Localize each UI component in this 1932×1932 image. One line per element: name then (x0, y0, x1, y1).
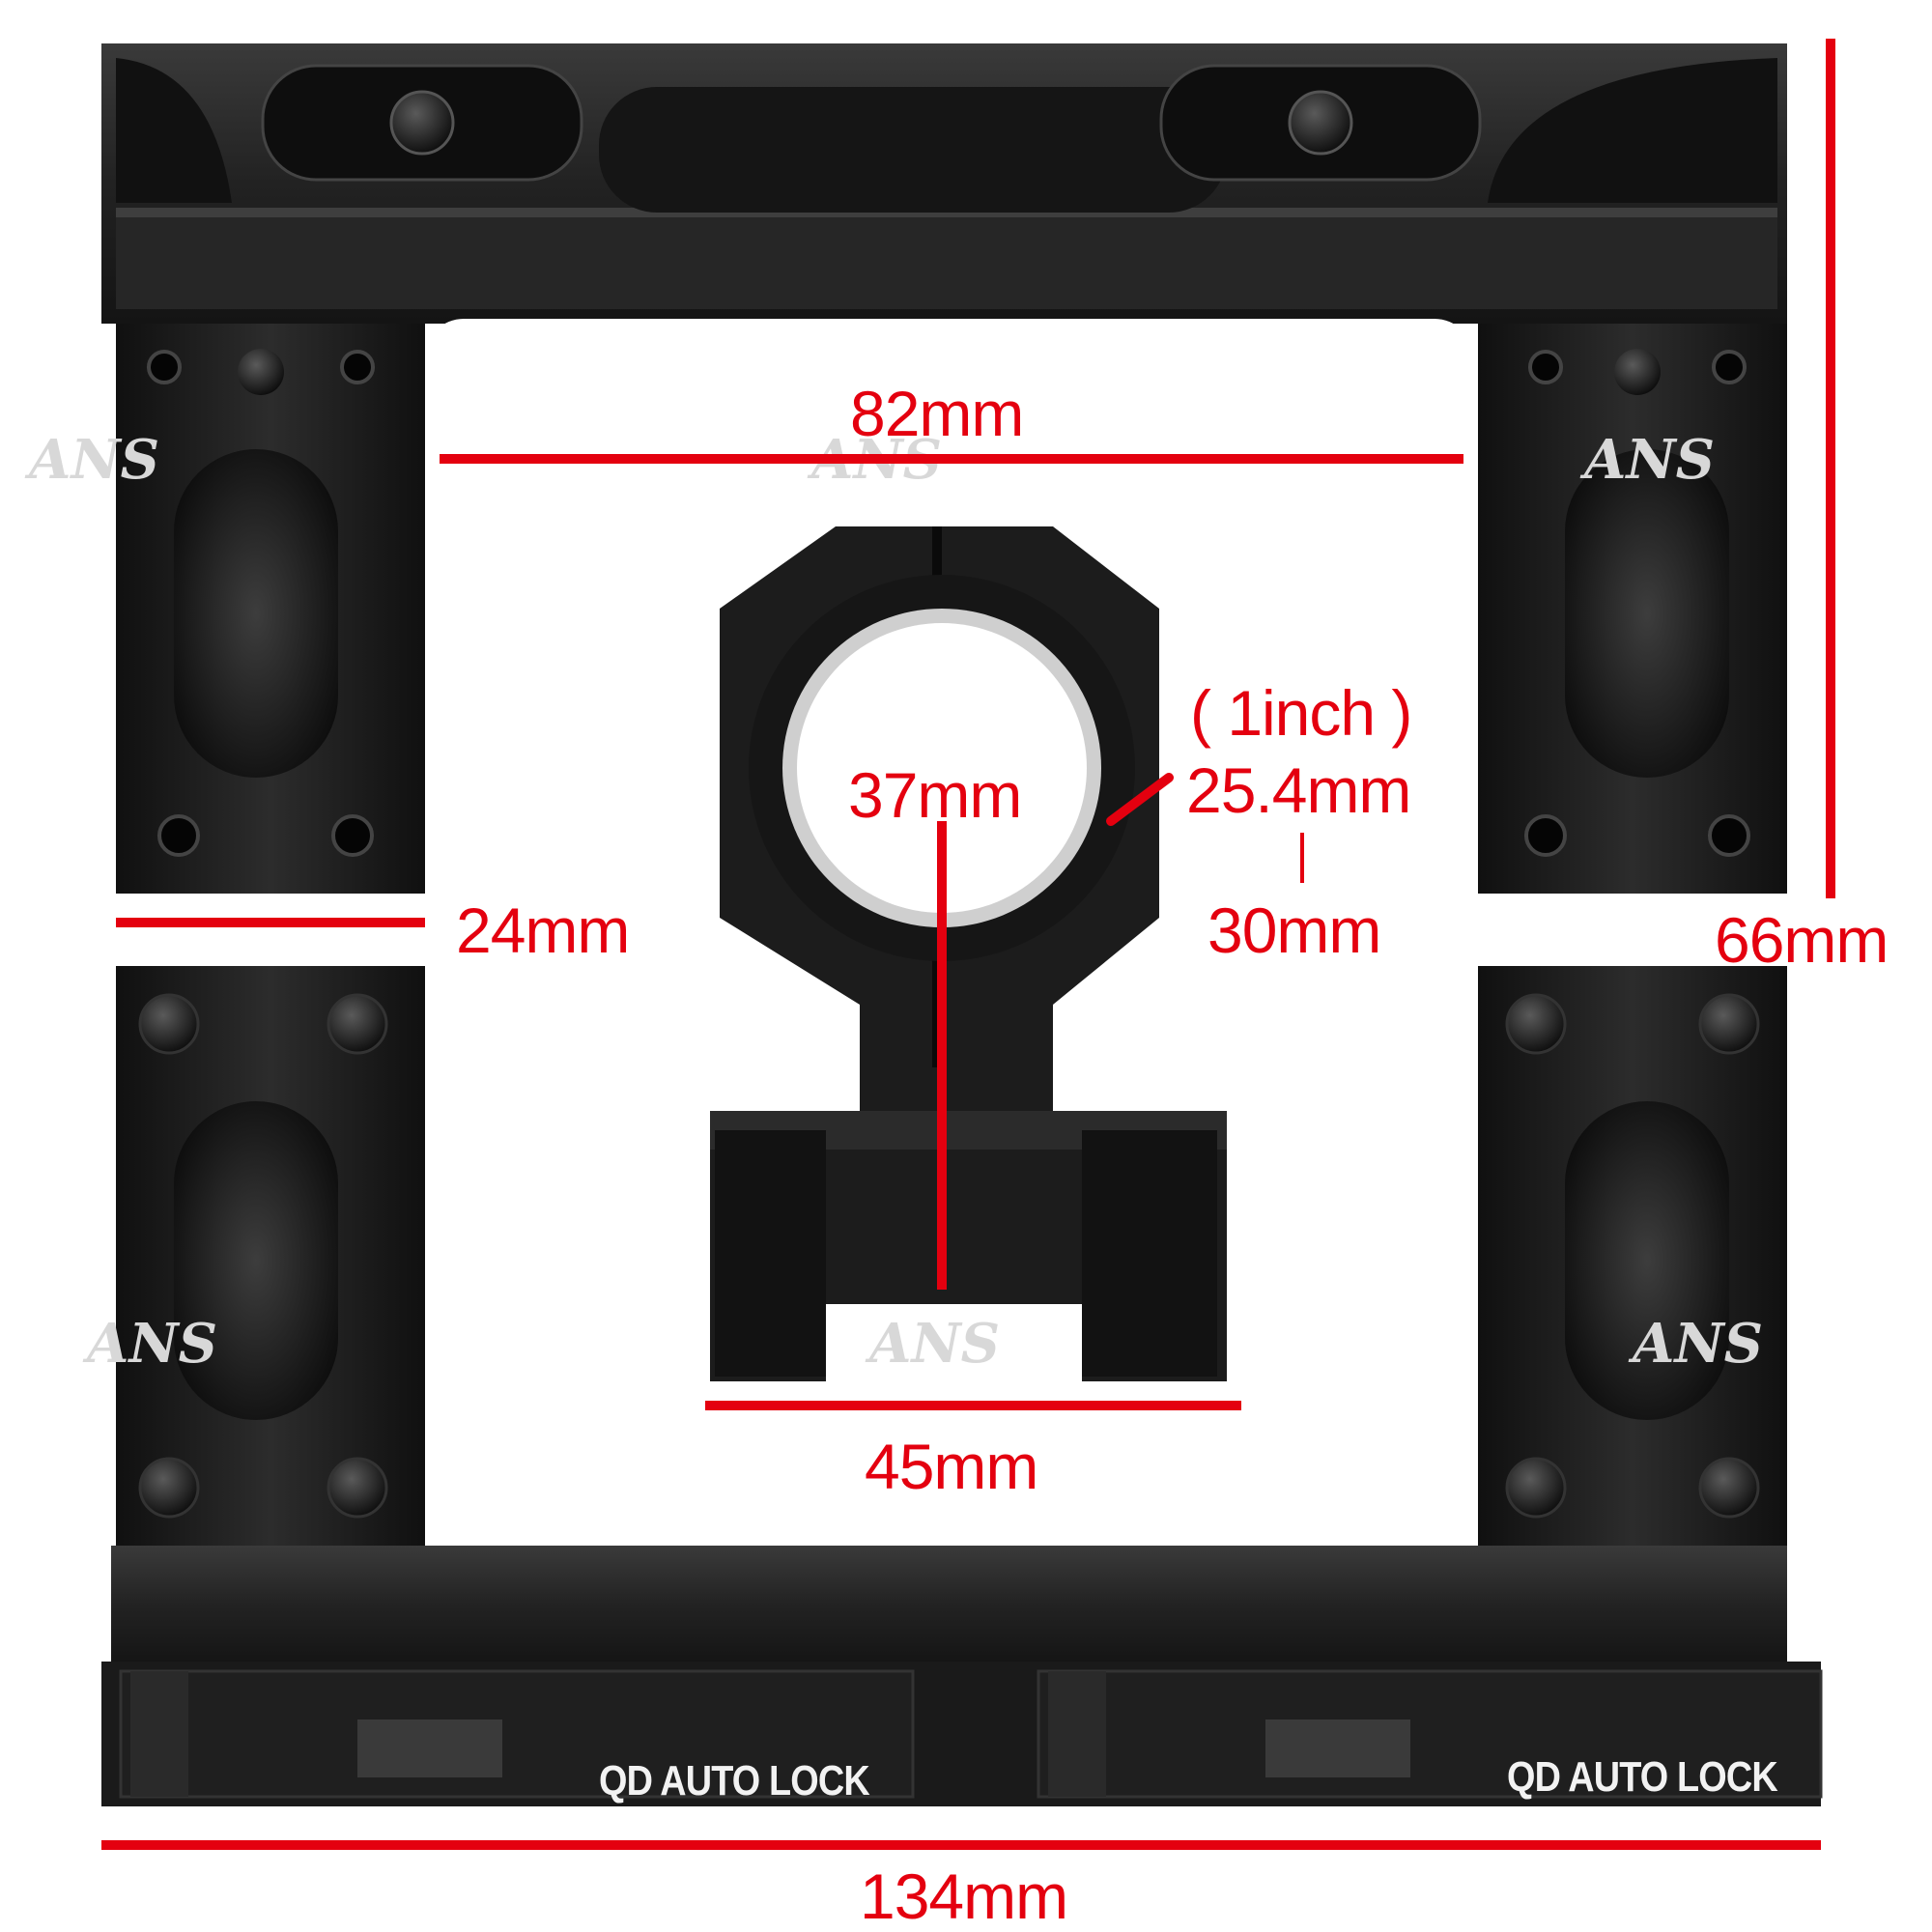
tube-separator-bar (1300, 833, 1304, 883)
overall-length-label: 134mm (860, 1861, 1068, 1932)
svg-text:ANS: ANS (865, 1312, 1000, 1376)
base-width-label: 45mm (865, 1431, 1038, 1502)
svg-text:ANS: ANS (1579, 428, 1715, 492)
ring-top-left (116, 324, 425, 894)
tube-small-label: 25.4mm (1186, 754, 1411, 826)
dim-line-66mm (1826, 39, 1835, 898)
dim-pointer-tube (1106, 773, 1174, 826)
dim-line-82mm (440, 454, 1463, 464)
ring-bottom-left (116, 966, 425, 1555)
tube-separator-label: | (1293, 829, 1301, 867)
dim-line-24mm (116, 918, 425, 927)
qd-auto-lock-left-label: QD AUTO LOCK (599, 1757, 870, 1804)
dimension-lines (101, 39, 1835, 1850)
tube-inch-label: ( 1inch ) (1190, 677, 1412, 749)
tube-large-label: 30mm (1208, 895, 1381, 966)
top-rail (101, 43, 1787, 324)
ring-top-right (1478, 324, 1787, 894)
dim-line-37mm (937, 821, 947, 1290)
ring-spacing-label: 82mm (850, 378, 1024, 449)
dim-line-45mm (705, 1401, 1241, 1410)
svg-text:ANS: ANS (1628, 1312, 1763, 1376)
center-mount-side-view (710, 526, 1227, 1381)
watermarks: ANS ANS ANS ANS ANS ANS (24, 428, 1763, 1376)
bottom-rail (101, 1546, 1823, 1806)
svg-text:ANS: ANS (24, 428, 159, 492)
qd-auto-lock-right-label: QD AUTO LOCK (1507, 1753, 1778, 1801)
center-height-label: 37mm (848, 759, 1022, 831)
ring-width-label: 24mm (456, 895, 630, 966)
ring-bottom-right (1478, 966, 1787, 1555)
dim-line-134mm (101, 1840, 1821, 1850)
overall-height-label: 66mm (1715, 904, 1889, 976)
top-left-screw-icon (389, 90, 455, 156)
svg-text:ANS: ANS (82, 1312, 217, 1376)
top-right-screw-icon (1288, 90, 1353, 156)
